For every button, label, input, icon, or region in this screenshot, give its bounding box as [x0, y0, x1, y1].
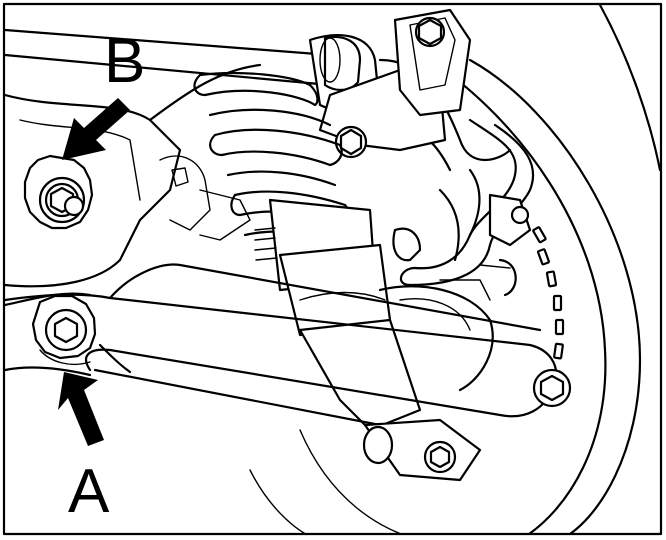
subframe-bracket — [5, 63, 262, 307]
abs-tone-ring — [532, 226, 565, 360]
arm-end-bolt — [532, 368, 572, 408]
wheel-hub — [378, 193, 532, 392]
shock-absorber — [254, 198, 422, 432]
drawing-body: B A — [5, 5, 660, 533]
label-b: B — [104, 27, 145, 96]
knuckle-bolt — [362, 418, 482, 482]
bolt-a — [31, 294, 97, 366]
arrow-a — [58, 372, 104, 446]
bolt-b — [23, 154, 94, 230]
label-a: A — [68, 457, 110, 526]
arrow-b — [62, 98, 130, 160]
brake-disc — [249, 5, 660, 533]
link-bracket — [318, 8, 472, 159]
